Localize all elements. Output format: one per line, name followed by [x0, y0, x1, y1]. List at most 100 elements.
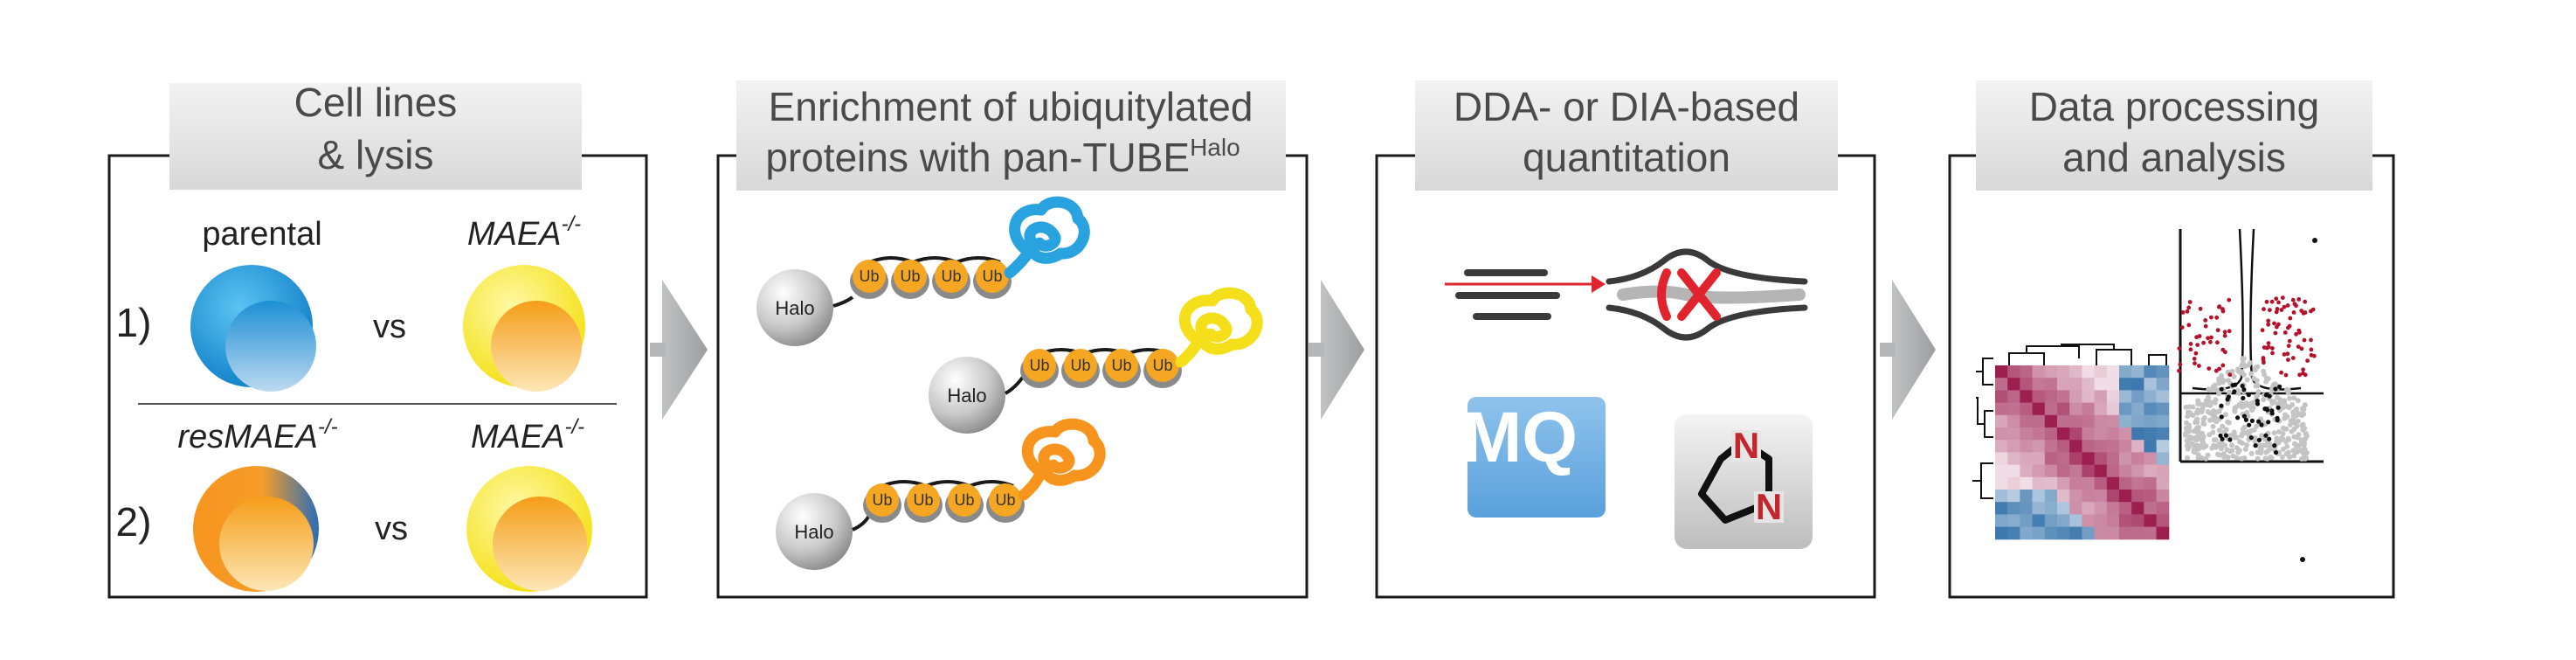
heatmap-cell: [2119, 440, 2132, 453]
volcano-point: [2186, 444, 2192, 450]
heatmap-cell: [2144, 514, 2158, 528]
volcano-point: [2294, 303, 2298, 309]
volcano-point: [2197, 334, 2202, 338]
volcano-point: [2274, 439, 2279, 445]
heatmap-cell: [2106, 440, 2120, 453]
volcano-point: [2269, 299, 2275, 304]
volcano-point: [2244, 442, 2250, 448]
volcano-point: [2216, 376, 2222, 382]
volcano-point: [2266, 341, 2271, 345]
heatmap-cell: [2144, 440, 2158, 453]
heatmap-cell: [1995, 440, 2008, 453]
heatmap-cell: [2069, 452, 2082, 466]
volcano-point: [2277, 384, 2282, 389]
volcano-point: [2194, 436, 2200, 442]
volcano-point: [2241, 413, 2247, 419]
volcano-point: [2217, 366, 2222, 372]
volcano-point: [2267, 446, 2273, 452]
heatmap-cell: [2069, 490, 2082, 503]
heatmap-cell: [2082, 402, 2096, 416]
heatmap-cell: [2020, 365, 2034, 379]
volcano-point: [2220, 378, 2227, 384]
heatmap-cell: [2156, 365, 2170, 379]
heatmap-cell: [2069, 526, 2082, 540]
heatmap-cell: [2094, 402, 2108, 416]
panel-title-line1: Cell lines: [294, 80, 458, 125]
volcano-point: [2231, 373, 2237, 379]
volcano-point: [2274, 296, 2279, 302]
heatmap-cell: [1995, 390, 2008, 404]
volcano-point: [2275, 324, 2279, 330]
heatmap-cell: [2032, 526, 2046, 540]
heatmap-cell: [2044, 452, 2058, 466]
volcano-point: [2207, 366, 2212, 371]
substrate-protein-icon: [1004, 196, 1090, 279]
heatmap-cell: [2119, 514, 2132, 528]
heatmap-cell: [2156, 476, 2170, 490]
heatmap-cell: [2119, 476, 2132, 490]
heatmap-cell: [2106, 526, 2120, 540]
heatmap-cell: [2020, 490, 2034, 503]
volcano-point: [2207, 417, 2213, 423]
volcano-point: [2195, 398, 2201, 404]
ub-label: Ub: [1152, 357, 1172, 374]
heatmap-cell: [2007, 526, 2020, 540]
heatmap-cell: [2106, 502, 2120, 515]
heatmap-cell: [2144, 365, 2158, 379]
heatmap-cell: [2007, 402, 2020, 416]
panel-title-line2: quantitation: [1523, 135, 1730, 180]
heatmap-cell: [2131, 452, 2144, 466]
heatmap-cell: [2082, 440, 2096, 453]
volcano-point: [2209, 315, 2213, 320]
heatmap-cell: [1995, 452, 2008, 466]
panel-header: [169, 83, 582, 190]
ub-chain-yellow: Halo Ub Ub Ub Ub: [929, 287, 1263, 434]
volcano-point: [2199, 444, 2205, 450]
volcano-point: [2280, 435, 2286, 441]
volcano-point: [2272, 443, 2277, 448]
volcano-point: [2286, 344, 2291, 348]
heatmap-cell: [2082, 526, 2096, 540]
volcano-point: [2222, 333, 2227, 338]
volcano-point: [2185, 409, 2191, 415]
volcano-point: [2208, 339, 2213, 344]
volcano-point: [2227, 389, 2232, 395]
volcano-point: [2220, 436, 2225, 441]
volcano-point: [2205, 452, 2211, 458]
heatmap-cell: [2156, 390, 2170, 404]
volcano-point: [2229, 442, 2234, 448]
heatmap-cell: [2044, 402, 2058, 416]
ub-label: Ub: [995, 491, 1015, 509]
heatmap-cell: [2020, 390, 2034, 404]
volcano-point: [2303, 431, 2309, 437]
heatmap-cell: [2094, 378, 2108, 391]
volcano-point: [2219, 403, 2224, 408]
heatmap-cell: [1995, 402, 2008, 416]
heatmap-cell: [2094, 390, 2108, 404]
volcano-point: [2279, 370, 2284, 375]
heatmap-cell: [2144, 402, 2158, 416]
ub-label: Ub: [982, 267, 1002, 285]
heatmap-cell: [2082, 427, 2096, 441]
volcano-point: [2216, 441, 2222, 448]
heatmap-cell: [2057, 414, 2070, 428]
dia-logo-letter: N: [1733, 425, 1759, 466]
volcano-point: [2281, 446, 2286, 452]
volcano-point: [2255, 383, 2261, 389]
volcano-point: [2235, 449, 2241, 455]
volcano-point: [2227, 448, 2233, 455]
volcano-point: [2272, 321, 2276, 326]
heatmap-cell: [2131, 526, 2144, 540]
heatmap-cell: [2007, 452, 2020, 466]
volcano-point: [2296, 297, 2302, 302]
volcano-point: [2200, 440, 2207, 446]
substrate-protein-icon: [1018, 418, 1106, 501]
volcano-point: [2203, 318, 2208, 323]
flow-arrow-icon: [1892, 280, 1936, 420]
volcano-point: [2266, 420, 2271, 425]
volcano-point: [2275, 418, 2280, 423]
heatmap-cell: [2094, 502, 2108, 515]
volcano-point: [2219, 386, 2224, 392]
heatmap-cell: [2144, 464, 2158, 478]
heatmap-cell: [2057, 502, 2070, 515]
